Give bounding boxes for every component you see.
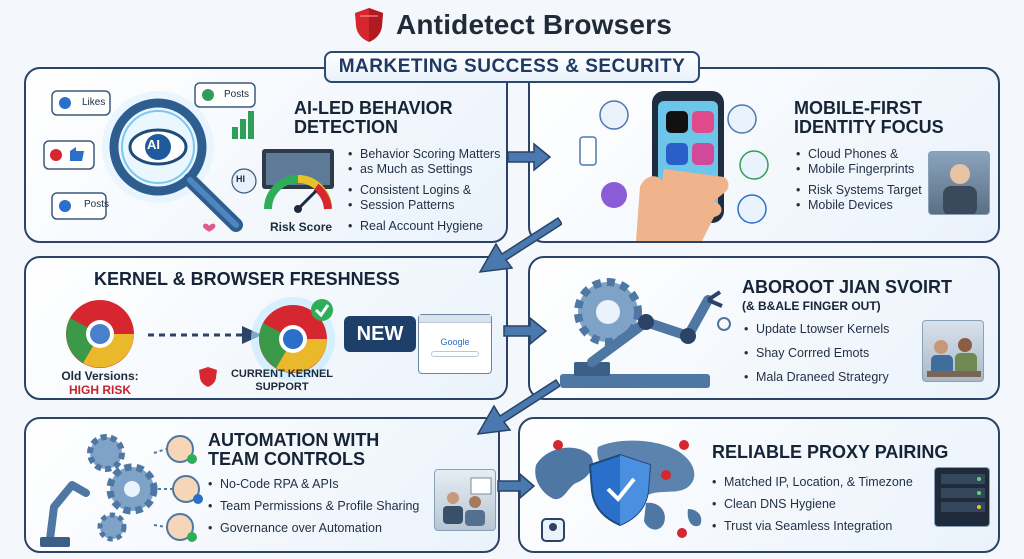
- arrow-kernel-to-fingerprint: [503, 316, 548, 346]
- search-logo: Google: [440, 337, 470, 347]
- ai-magnifier-icon: [43, 82, 257, 232]
- panel-title-proxy: RELIABLE PROXY PAIRING: [712, 442, 949, 462]
- old-chrome-icon: [66, 300, 134, 368]
- arrow-mobile-to-kernel: [478, 216, 562, 273]
- mobile-bullets: Cloud Phones & Mobile Fingerprints Risk …: [796, 147, 922, 218]
- support-shield-icon: [199, 367, 217, 387]
- old-versions-label: Old Versions: HIGH RISK: [61, 369, 139, 397]
- smartphone-hand-icon: [579, 91, 769, 241]
- arrow-behavior-to-mobile: [507, 142, 552, 172]
- shield-logo-icon: [354, 8, 383, 42]
- panel-title-mobile: MOBILE-FIRST IDENTITY FOCUS: [794, 98, 944, 137]
- bubble-likes: Likes: [82, 97, 106, 108]
- marketing-banner: MARKETING SUCCESS & SECURITY: [324, 51, 700, 83]
- page-title: Antidetect Browsers: [395, 9, 673, 40]
- world-map-shield-icon: [535, 440, 702, 542]
- panel-automation: AUTOMATION WITH TEAM CONTROLS No-Code RP…: [24, 417, 500, 553]
- arrow-fingerprint-to-automation: [476, 378, 560, 435]
- ai-eye-label: AI: [147, 137, 160, 152]
- panel-proxy: RELIABLE PROXY PAIRING Matched IP, Locat…: [518, 417, 1000, 553]
- automation-gears-icon: [40, 434, 203, 547]
- arrow-automation-to-proxy: [497, 472, 536, 500]
- mobile-user-photo: [928, 151, 990, 215]
- panel-mobile-identity: MOBILE-FIRST IDENTITY FOCUS Cloud Phones…: [528, 67, 1000, 243]
- automation-bullets: No-Code RPA & APIs Team Permissions & Pr…: [208, 477, 419, 541]
- upgrade-arrow-icon: [148, 326, 262, 344]
- header: Antidetect Browsers: [0, 4, 1024, 46]
- behavior-bullets: Behavior Scoring Matters as Much as Sett…: [348, 147, 500, 239]
- proxy-bullets: Matched IP, Location, & Timezone Clean D…: [712, 475, 913, 539]
- fingerprint-bullets: Update Ltowser Kernels Shay Corrred Emot…: [744, 322, 889, 390]
- robot-arm-gear-icon: [560, 278, 731, 388]
- hi-bubble-label: HI: [236, 174, 245, 184]
- server-rack-photo: [934, 467, 990, 527]
- team-office-photo: [434, 469, 496, 531]
- panel-title-behavior: AI-LED BEHAVIOR DETECTION: [294, 98, 453, 137]
- panel-fingerprint: ABOROOT JIAN SVOIRT (& B&ALE FINGER OUT)…: [528, 256, 1000, 400]
- new-chrome-icon: [251, 297, 335, 381]
- risk-gauge-icon: [262, 149, 334, 213]
- risk-score-label: Risk Score: [270, 220, 333, 234]
- panel-kernel-freshness: KERNEL & BROWSER FRESHNESS Old Versions:…: [24, 256, 508, 400]
- panel-behavior-detection: Likes Posts Posts AI HI Risk Score AI-LE…: [24, 67, 508, 243]
- team-meeting-photo: [922, 320, 984, 382]
- current-kernel-support-label: CURRENT KERNEL SUPPORT: [230, 368, 334, 393]
- panel-title-automation: AUTOMATION WITH TEAM CONTROLS: [208, 430, 380, 469]
- new-badge: NEW: [344, 316, 416, 352]
- panel-title-fingerprint: ABOROOT JIAN SVOIRT (& B&ALE FINGER OUT): [742, 277, 953, 313]
- bubble-posts-top: Posts: [224, 89, 250, 100]
- browser-window-screenshot: Google: [418, 314, 492, 374]
- panel-title-kernel: KERNEL & BROWSER FRESHNESS: [94, 269, 400, 289]
- bubble-posts-bottom: Posts: [84, 199, 110, 210]
